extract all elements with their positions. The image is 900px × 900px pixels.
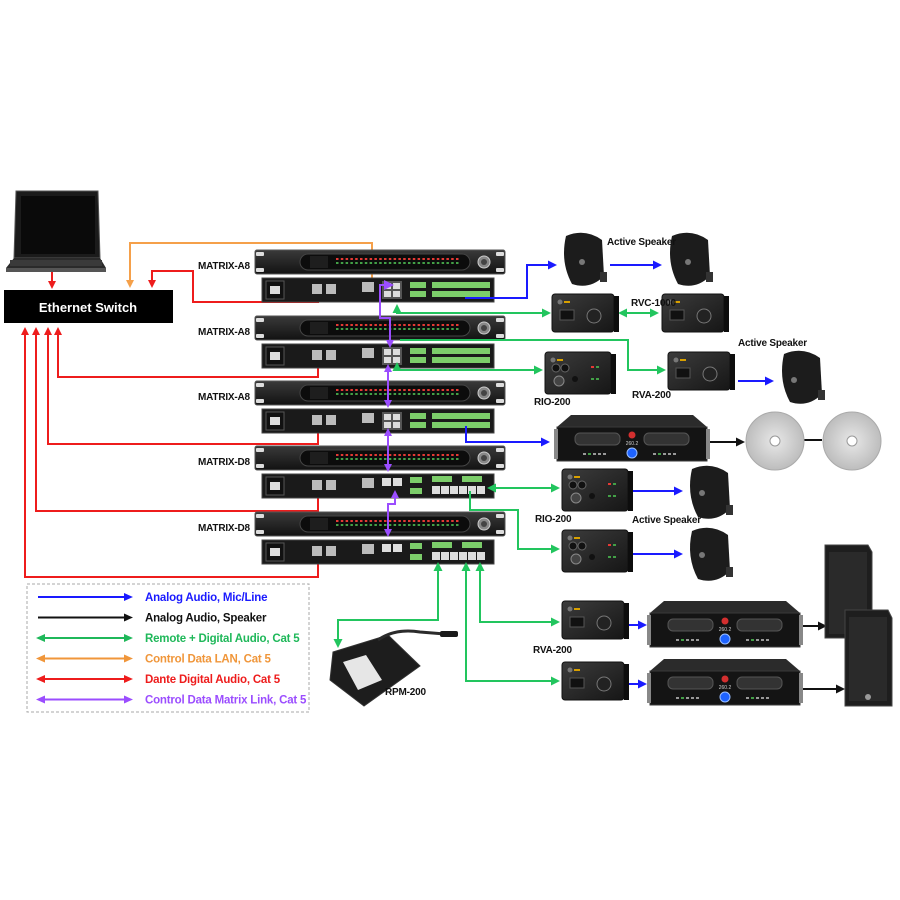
- legend-label: Dante Digital Audio, Cat 5: [145, 674, 281, 686]
- analog-speaker-lines: [710, 437, 845, 694]
- active-speaker-label-2: Active Speaker: [738, 338, 807, 349]
- arrow-right-icon: [124, 613, 133, 622]
- arrow-left-icon: [36, 634, 45, 642]
- arrow-right-icon: [124, 675, 133, 683]
- legend-label: Analog Audio, Mic/Line: [145, 592, 267, 604]
- rva-200-panel-2: [561, 600, 629, 640]
- arrow-left-icon: [36, 675, 45, 683]
- matrix-label-4: MATRIX-D8: [198, 457, 251, 468]
- matrix-link-lines: [379, 284, 399, 537]
- power-amplifier-3: 260.2: [647, 659, 803, 706]
- rvc-1000-panel-1: [551, 293, 619, 333]
- active-speaker-1: [564, 232, 607, 286]
- amp-badge: 260.2: [719, 627, 732, 633]
- matrix-unit-1: MATRIX-A8: [198, 249, 506, 303]
- ceiling-speaker-1: [745, 411, 805, 471]
- legend-item: Analog Audio, Speaker: [38, 613, 267, 625]
- arrow-left-icon: [36, 654, 45, 663]
- rio-200-label-1: RIO-200: [534, 397, 571, 408]
- matrix-label-2: MATRIX-A8: [198, 327, 251, 338]
- rio-200-label-2: RIO-200: [535, 514, 572, 525]
- arrow-right-icon: [124, 593, 133, 601]
- amp-badge: 260.2: [719, 685, 732, 691]
- legend-label: Control Data LAN, Cat 5: [145, 654, 272, 666]
- arrow-right-icon: [124, 634, 133, 642]
- rva-200-label-2: RVA-200: [533, 645, 572, 656]
- active-speaker-4: [690, 465, 733, 519]
- arrow-left-icon: [36, 695, 45, 704]
- analog-mic-line-lines: [465, 260, 774, 689]
- remote-digital-lines: [333, 304, 666, 686]
- rvc-1000-panel-2: [661, 293, 729, 333]
- legend-label: Remote + Digital Audio, Cat 5: [145, 633, 300, 645]
- rvc-1000-label: RVC-1000: [631, 298, 677, 309]
- laptop: [6, 190, 106, 272]
- matrix-label-1: MATRIX-A8: [198, 261, 251, 272]
- rva-200-label-1: RVA-200: [632, 390, 671, 401]
- legend-item: Control Data LAN, Cat 5: [36, 654, 272, 666]
- rva-200-panel-3: [561, 661, 629, 701]
- active-speaker-5: [690, 527, 733, 581]
- matrix-label-5: MATRIX-D8: [198, 523, 251, 534]
- matrix-unit-2: MATRIX-A8: [198, 315, 506, 369]
- legend-item: Remote + Digital Audio, Cat 5: [36, 633, 300, 645]
- rio-200-panel-2: [561, 468, 633, 512]
- active-speaker-3: [782, 350, 825, 404]
- matrix-unit-4: MATRIX-D8: [198, 445, 506, 499]
- rio-200-panel-1: [544, 351, 616, 395]
- power-amplifier-2: 260.2: [647, 601, 803, 648]
- rva-200-panel-1: [667, 351, 735, 391]
- floor-speaker-2: [844, 609, 893, 707]
- ethernet-switch: Ethernet Switch: [4, 290, 173, 323]
- ceiling-speaker-2: [822, 411, 882, 471]
- rpm-200-paging-station: [329, 629, 458, 707]
- arrow-right-icon: [124, 654, 133, 663]
- arrow-right-icon: [124, 695, 133, 704]
- matrix-stack: MATRIX-A8MATRIX-A8MATRIX-A8MATRIX-D8MATR…: [198, 249, 506, 565]
- matrix-label-3: MATRIX-A8: [198, 392, 251, 403]
- legend-label: Analog Audio, Speaker: [145, 613, 267, 625]
- ethernet-switch-label: Ethernet Switch: [39, 300, 137, 315]
- active-speaker-2: [670, 232, 713, 286]
- matrix-unit-5: MATRIX-D8: [198, 511, 506, 565]
- power-amplifier-1: 260.2: [554, 415, 710, 462]
- legend-item: Control Data Matrix Link, Cat 5: [36, 695, 307, 707]
- matrix-unit-3: MATRIX-A8: [198, 380, 506, 434]
- active-speaker-label-1: Active Speaker: [607, 237, 676, 248]
- amp-badge: 260.2: [626, 441, 639, 447]
- rio-200-panel-3: [561, 529, 633, 573]
- rpm-200-label: RPM-200: [385, 687, 426, 698]
- active-speaker-label-3: Active Speaker: [632, 515, 701, 526]
- legend-label: Control Data Matrix Link, Cat 5: [145, 695, 307, 707]
- legend-item: Analog Audio, Mic/Line: [38, 592, 268, 604]
- legend-item: Dante Digital Audio, Cat 5: [36, 674, 281, 686]
